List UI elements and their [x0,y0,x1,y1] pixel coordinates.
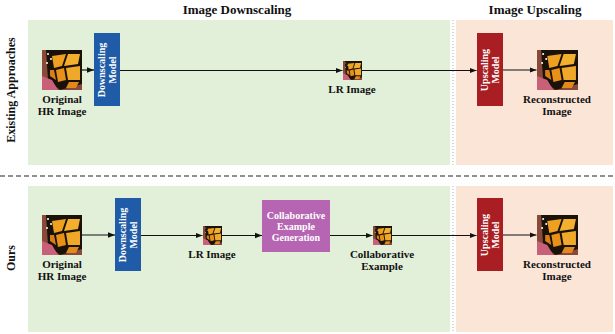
image-caption: Original HR Image [36,258,89,282]
image-caption: Reconstructed Image [520,258,594,282]
butterfly-picture [537,215,578,255]
flow-arrow [503,69,537,70]
model-label: Collaborative Example Generation [266,210,326,243]
flow-arrow [392,235,477,236]
butterfly-image [42,215,82,255]
image-caption: Reconstructed Image [520,93,594,117]
flow-arrow [82,69,94,70]
image-node: LR Image [343,61,362,80]
butterfly-picture [537,50,578,90]
upscaling-panel [456,186,613,332]
image-caption: LR Image [182,248,242,260]
flow-arrow [141,235,203,236]
butterfly-picture [203,226,222,245]
flow-arrow [503,234,537,235]
row-label: Existing Approaches [5,37,18,142]
image-caption: LR Image [322,83,382,95]
butterfly-image [537,50,578,90]
separator-dotted [453,186,454,332]
model-label: Upscaling Model [479,201,501,268]
model-box: Collaborative Example Generation [262,200,330,252]
model-label: Downscaling Model [117,201,139,268]
section-title: Image Upscaling [489,3,582,17]
model-label: Upscaling Model [479,36,501,103]
upscaling-panel [456,20,613,165]
flow-arrow [222,235,263,236]
butterfly-image [373,226,392,245]
flow-arrow [330,235,373,236]
butterfly-picture [343,61,362,80]
image-node: LR Image [203,226,222,245]
flow-arrow [82,234,115,235]
image-node: Reconstructed Image [537,50,578,90]
downscaling-panel [28,186,450,332]
downscaling-panel [28,20,450,165]
row-divider-dashed [0,175,615,176]
butterfly-picture [42,50,82,90]
model-box: Downscaling Model [115,198,141,271]
model-box: Upscaling Model [477,198,503,271]
butterfly-image [42,50,82,90]
image-node: Original HR Image [42,50,82,90]
model-label: Downscaling Model [96,36,118,103]
flow-arrow [362,70,477,71]
butterfly-picture [373,226,392,245]
image-caption: Collaborative Example [347,248,417,272]
section-title: Image Downscaling [183,3,292,17]
row-label: Ours [5,245,18,271]
model-box: Downscaling Model [94,33,120,106]
butterfly-image [203,226,222,245]
butterfly-picture [42,215,82,255]
image-node: Reconstructed Image [537,215,578,255]
butterfly-image [343,61,362,80]
image-node: Collaborative Example [373,226,392,245]
butterfly-image [537,215,578,255]
model-box: Upscaling Model [477,33,503,106]
image-caption: Original HR Image [36,93,89,117]
flow-arrow [120,70,343,71]
image-node: Original HR Image [42,215,82,255]
separator-dotted [453,20,454,165]
